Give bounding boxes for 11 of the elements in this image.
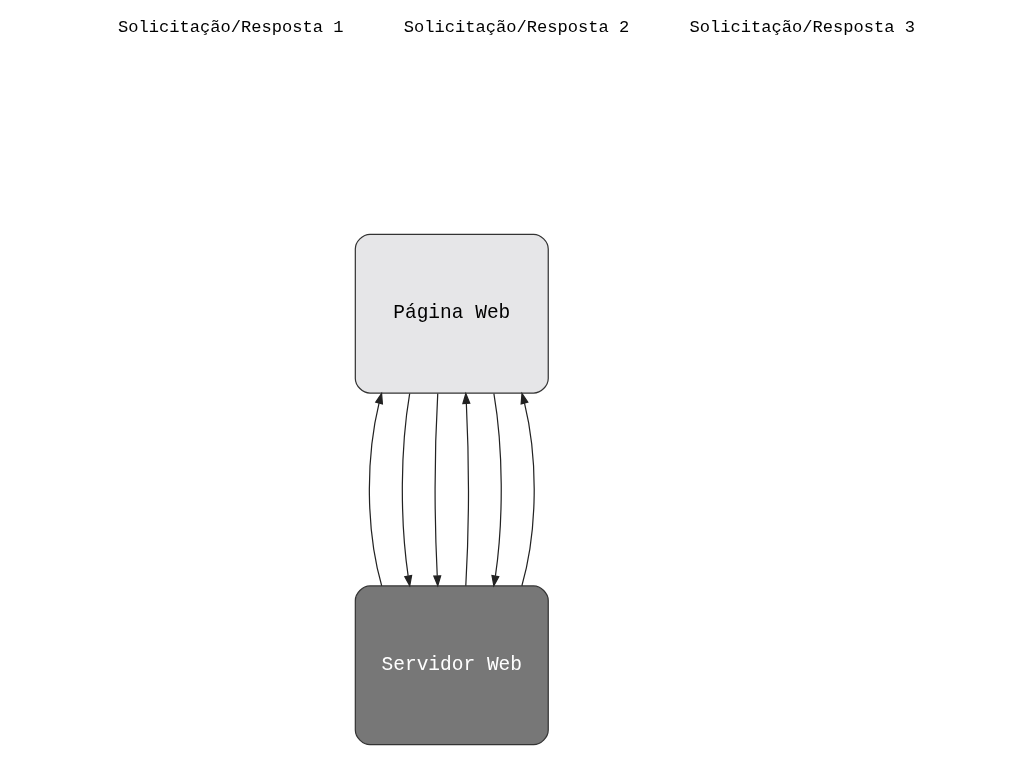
arrow [462,391,471,587]
node-box: Servidor Web [354,585,549,746]
arrow [520,391,535,587]
arrow [401,393,413,588]
arrow [368,391,384,587]
label: Solicitação/Resposta 3 [689,17,915,37]
arrow [432,393,442,588]
node-box: Página Web [354,233,549,394]
label: Solicitação/Resposta 2 [403,17,630,37]
label: Solicitação/Resposta 1 [118,17,344,37]
arrow [491,393,502,588]
